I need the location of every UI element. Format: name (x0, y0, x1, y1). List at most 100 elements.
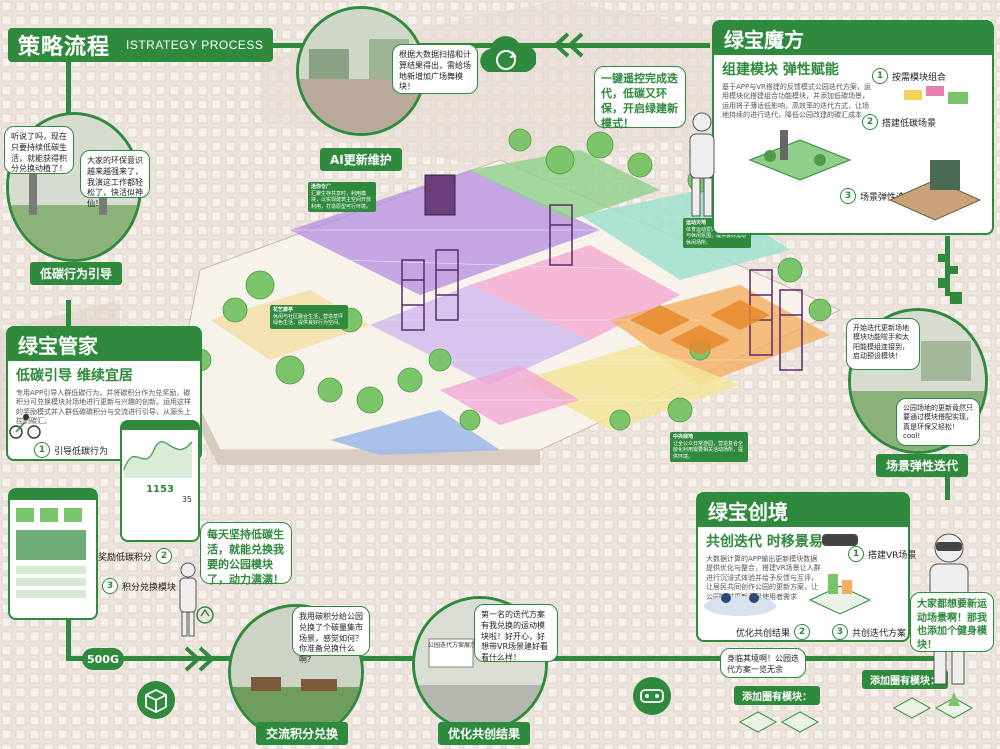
cube-step-2: 2 搭建低碳场景 (858, 114, 936, 130)
step-label: 积分兑换模块 (122, 582, 177, 593)
cube-step-3: 3 场景弹性迭代 (836, 188, 914, 204)
recycle-icon (196, 606, 214, 624)
panel-subtitle: 低碳引导 维续宜居 (16, 368, 133, 384)
zone-text: 休闲与社区融合生活，营造草坪绿色生活，提供良好行为空间。 (273, 313, 344, 327)
step-label: 搭建低碳场景 (882, 118, 937, 129)
step-number: 1 (34, 442, 50, 458)
cocreate-scene-bubble: 第一名的迭代方案有我兑换的运动模块啦！好开心，好想带VR场景建好看看什么样！ (474, 604, 558, 662)
strategy-title: 策略流程 ISTRATEGY PROCESS (8, 28, 274, 62)
app-grid-icon (16, 508, 86, 598)
add-module-tag-1: 添加圈有模块： (734, 686, 820, 705)
panel-subtitle: 组建模块 弹性赋能 (722, 62, 839, 78)
phone-app-right: 1153 35 (120, 420, 200, 542)
exchange-label: 交流积分兑换 (256, 722, 349, 745)
cube-step-1: 1 按需模块组合 (868, 68, 946, 84)
create-step-1: 1 搭建VR场景 (844, 546, 916, 562)
step-number: 3 (840, 188, 856, 204)
vr-bubble: 身临其境啊！公园迭代方案一览无余 (720, 648, 806, 678)
vr-users (704, 593, 776, 616)
flow-line-left-mid (66, 300, 71, 330)
zone-text: 汇聚生存共享时，利用模块，以实现建筑主空间开放利用，打造原型可行环境。 (311, 190, 372, 210)
module-tiles (738, 711, 820, 733)
add-module-tag-2: 添加圈有模块： (862, 670, 948, 689)
panel-title: 绿宝魔方 (714, 22, 992, 55)
vr-headset-icon (633, 677, 671, 715)
zone-name: 中央绿地 (673, 434, 694, 440)
step-label: 优化共创结果 (736, 628, 791, 639)
panel-body: 基于APP与VR搭建的反馈模式公园迭代方案，运用模块化搭建组合功能模块，并添加低… (722, 83, 871, 120)
phone-app-left (8, 488, 98, 620)
step-number: 3 (832, 624, 848, 640)
phone-header (10, 490, 96, 500)
zone-label-1: 迷你仓厂汇聚生存共享时，利用模块，以实现建筑主空间开放利用，打造原型可行环境。 (308, 182, 376, 212)
step-label: 奖励低碳积分 (98, 552, 153, 563)
phone-points: 1153 (146, 484, 174, 495)
zone-pink-south (440, 365, 580, 425)
plaza-illustration (299, 9, 423, 133)
zone-name: 花艺廊亭 (273, 307, 294, 313)
flow-line-left-top (66, 62, 71, 152)
flow-line-right-low (945, 470, 950, 500)
module-blocks (904, 86, 968, 104)
step-number: 2 (156, 548, 173, 564)
presenter-figure (689, 112, 715, 217)
step-number: 1 (848, 546, 864, 562)
manager-step-3: 3 积分兑换模块 (98, 578, 176, 594)
orange-canopy (630, 300, 770, 355)
exchange-scene-bubble: 我用碳积分给公园兑换了个碳量集市场景，感觉如何？你准备兑换什么啊？ (292, 606, 370, 664)
panel-subtitle: 共创迭代 时移景易 (706, 534, 823, 550)
zone-purple (290, 170, 600, 295)
module-build-model (808, 574, 872, 615)
title-cn: 策略流程 (18, 35, 111, 60)
chart-curve-icon (123, 441, 193, 478)
panel-body: 专用APP引导人群低碳行为，并将碳积分作为兑奖励，碳积分可兑换模块对场地进行更新… (16, 389, 191, 426)
manager-step-1: 1 引导低碳行为 (30, 442, 108, 458)
elastic-scene-model (888, 160, 982, 221)
step-label: 场景弹性迭代 (860, 192, 915, 203)
fitness-bubble: 大家都想要新运动场景啊！那我也添加个健身模块！ (910, 592, 994, 652)
step-label: 按需模块组合 (892, 72, 947, 83)
zone-name: 运动天地 (686, 220, 707, 226)
step-label: 引导低碳行为 (54, 446, 109, 457)
zone-blue (330, 410, 500, 455)
chevron-right-icon (184, 646, 215, 672)
phone-header (122, 422, 198, 430)
flow-line-top (270, 43, 710, 48)
panel-lvbao-create: 绿宝创境 共创迭代 时移景易 大数据计算的APP输出更新模块数据提供优化与整合，… (696, 492, 910, 642)
board-caption: 公园迭代方案展示 (428, 642, 477, 649)
panel-title: 绿宝管家 (8, 328, 200, 361)
step-number: 1 (872, 68, 888, 84)
zone-text: 让全公众日常游园，营造复合全龄化利用需要相关活动场所，提供环境。 (673, 440, 744, 460)
chevron-left-icon (553, 32, 584, 58)
panel-title: 绿宝创境 (698, 494, 908, 527)
step-label: 搭建VR场景 (868, 550, 917, 561)
cyclist-icon (9, 414, 41, 439)
zone-label-3: 花艺廊亭休闲与社区融合生活，营造草坪绿色生活，提供良好行为空间。 (270, 305, 348, 329)
zone-label-4: 中央绿地让全公众日常游园，营造复合全龄化利用需要相关活动场所，提供环境。 (670, 432, 748, 462)
points-badge: 500G (82, 648, 124, 670)
park-base-edge (176, 370, 540, 465)
cloud-sync-icon (480, 36, 536, 72)
flow-line-right (945, 236, 950, 296)
step-label: 共创迭代方案 (852, 628, 907, 639)
box-icon (137, 681, 175, 719)
create-step-3: 3 共创迭代方案 (828, 624, 906, 640)
zone-yellow (520, 345, 740, 430)
phone-temp: 35 (181, 495, 192, 504)
zone-green (470, 150, 660, 220)
elastic-bubble-1: 开始迭代更新场地模块功能啦手和太阳能模组连接到，启动预设模块！ (846, 318, 920, 370)
step-number: 3 (102, 578, 118, 594)
water-tower (424, 174, 456, 216)
step-number: 2 (862, 114, 878, 130)
step-number: 2 (794, 624, 811, 640)
vr-goggles-icon (822, 534, 858, 546)
elastic-label: 场景弹性迭代 (876, 454, 969, 477)
remote-bubble: 一键遥控完成迭代，低碳又环保，开启绿建新模式！ (594, 66, 686, 130)
module-tiles-2 (892, 692, 974, 719)
guide-bubble-2: 大家的环保意识越来越强来了，我演这工作都轻松了，快活似神仙！ (80, 150, 150, 208)
low-carbon-scene-model (748, 130, 852, 181)
flow-line-left-bottom (66, 612, 71, 660)
ai-maintenance-scene (296, 6, 426, 136)
